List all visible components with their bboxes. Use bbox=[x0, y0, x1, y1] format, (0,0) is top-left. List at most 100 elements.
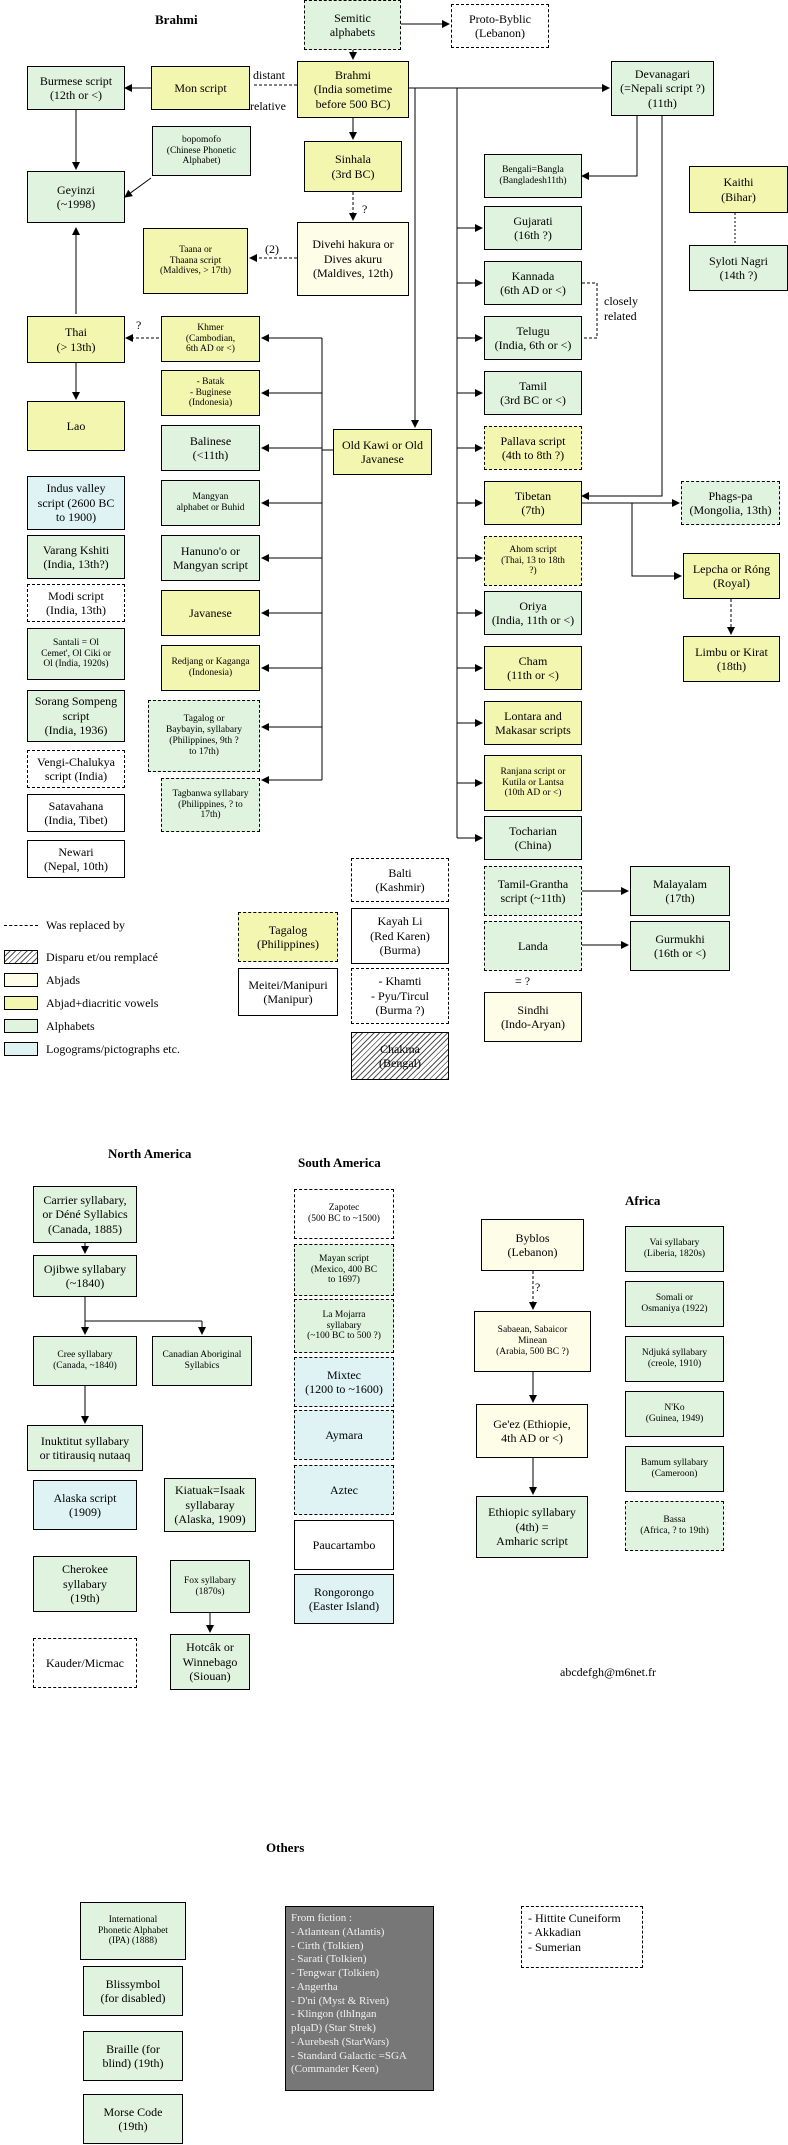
node-sinhala: Sinhala (3rd BC) bbox=[304, 141, 402, 192]
node-tocharian: Tocharian (China) bbox=[484, 816, 582, 860]
node-tibetan: Tibetan (7th) bbox=[484, 481, 582, 525]
node-fox: Fox syllabary (1870s) bbox=[170, 1560, 250, 1613]
node-tagalog-baybayin: Tagalog or Baybayin, syllabary (Philippi… bbox=[148, 700, 260, 772]
node-blissymbol: Blissymbol (for disabled) bbox=[83, 1966, 183, 2016]
node-phagspa: Phags-pa (Mongolia, 13th) bbox=[681, 481, 780, 525]
node-varang: Varang Kshiti (India, 13th?) bbox=[27, 535, 125, 579]
node-brahmi: Brahmi (India sometime before 500 BC) bbox=[297, 61, 409, 118]
label-relative: relative bbox=[250, 99, 286, 113]
legend-diac-swatch bbox=[4, 996, 38, 1010]
node-paucartambo: Paucartambo bbox=[294, 1520, 394, 1570]
node-bassa: Bassa (Africa, ? to 19th) bbox=[625, 1501, 724, 1551]
node-aymara: Aymara bbox=[294, 1410, 394, 1460]
node-inuktitut: Inuktitut syllabary or titirausiq nutaaq bbox=[27, 1425, 143, 1471]
node-alaska: Alaska script (1909) bbox=[33, 1480, 137, 1530]
node-bopomofo: bopomofo (Chinese Phonetic Alphabet) bbox=[152, 126, 251, 176]
edge-kannada-telugu-bracket bbox=[582, 282, 598, 339]
node-mixtec: Mixtec (1200 to ~1600) bbox=[294, 1357, 394, 1407]
legend-logograms: Logograms/pictographs etc. bbox=[4, 1040, 180, 1058]
edge-devanagari-tibetan bbox=[581, 116, 663, 500]
node-rongorongo: Rongorongo (Easter Island) bbox=[294, 1574, 394, 1624]
legend-logograms-label: Logograms/pictographs etc. bbox=[46, 1041, 180, 1056]
legend-abjad-swatch bbox=[4, 973, 38, 987]
node-modi: Modi script (India, 13th) bbox=[27, 584, 125, 622]
node-bengali: Bengali=Bangla (Bangladesh11th) bbox=[484, 154, 582, 198]
node-oldkawi: Old Kawi or Old Javanese bbox=[333, 429, 432, 475]
node-kiatuak: Kiatuak=Isaak syllabaray (Alaska, 1909) bbox=[164, 1478, 256, 1532]
node-redjang: Redjang or Kaganga (Indonesia) bbox=[161, 645, 260, 691]
legend-logo-swatch bbox=[4, 1042, 38, 1056]
node-morse: Morse Code (19th) bbox=[83, 2094, 183, 2144]
legend-alphabets: Alphabets bbox=[4, 1017, 95, 1035]
section-title-north-america: North America bbox=[108, 1146, 192, 1161]
node-cham: Cham (11th or <) bbox=[484, 646, 582, 690]
node-lao: Lao bbox=[27, 401, 125, 451]
node-mon: Mon script bbox=[151, 66, 250, 110]
node-batak: - Batak - Buginese (Indonesia) bbox=[161, 370, 260, 416]
node-aztec: Aztec bbox=[294, 1465, 394, 1515]
node-nko: N'Ko (Guinea, 1949) bbox=[625, 1391, 724, 1437]
node-ojibwe: Ojibwe syllabary (~1840) bbox=[33, 1255, 137, 1297]
node-oriya: Oriya (India, 11th or <) bbox=[484, 591, 582, 635]
label-question-byblos: ? bbox=[535, 1280, 541, 1294]
node-tagalog-ph: Tagalog (Philippines) bbox=[238, 912, 338, 962]
node-mayan: Mayan script (Mexico, 400 BC to 1697) bbox=[294, 1244, 394, 1296]
node-mangyan: Mangyan alphabet or Buhid bbox=[161, 480, 260, 526]
node-ethiopic: Ethiopic syllabary (4th) = Amharic scrip… bbox=[476, 1496, 588, 1558]
legend-alphabets-label: Alphabets bbox=[46, 1018, 95, 1033]
node-tamil: Tamil (3rd BC or <) bbox=[484, 371, 582, 415]
node-kannada: Kannada (6th AD or <) bbox=[484, 261, 582, 305]
node-cherokee: Cherokee syllabary (19th) bbox=[33, 1556, 137, 1612]
node-ahom: Ahom script (Thai, 13 to 18th ?) bbox=[484, 536, 582, 586]
node-zapotec: Zapotec (500 BC to ~1500) bbox=[294, 1189, 394, 1239]
edge-bopomofo-geyinzi bbox=[124, 177, 152, 198]
node-somali: Somali or Osmaniya (1922) bbox=[625, 1281, 724, 1327]
section-title-brahmi: Brahmi bbox=[155, 12, 198, 27]
node-javanese: Javanese bbox=[161, 590, 260, 636]
node-vengi: Vengi-Chalukya script (India) bbox=[27, 750, 125, 788]
label-distant: distant bbox=[253, 68, 285, 82]
author-email: abcdefgh@m6net.fr bbox=[560, 1665, 657, 1679]
node-mojarra: La Mojarra syllabary (~100 BC to 500 ?) bbox=[294, 1299, 394, 1353]
node-lepcha: Lepcha or Róng (Royal) bbox=[683, 553, 780, 599]
node-hittite: - Hittite Cuneiform - Akkadian - Sumeria… bbox=[521, 1906, 643, 1968]
node-pallava: Pallava script (4th to 8th ?) bbox=[484, 426, 582, 470]
node-semitic: Semitic alphabets bbox=[304, 0, 401, 50]
node-telugu: Telugu (India, 6th or <) bbox=[484, 316, 582, 360]
node-byblos: Byblos (Lebanon) bbox=[481, 1219, 584, 1271]
node-khmer: Khmer (Cambodian, 6th AD or <) bbox=[161, 316, 260, 362]
node-geyinzi: Geyinzi (~1998) bbox=[27, 171, 125, 223]
node-fiction: From fiction : - Atlantean (Atlantis) - … bbox=[285, 1906, 434, 2091]
legend-replaced: Was replaced by bbox=[4, 916, 125, 934]
edge-devanagari-bengali bbox=[581, 116, 638, 180]
node-gujarati: Gujarati (16th ?) bbox=[484, 206, 582, 250]
node-kauder: Kauder/Micmac bbox=[33, 1638, 137, 1688]
section-title-south-america: South America bbox=[298, 1155, 381, 1170]
node-geez: Ge'ez (Ethiopie, 4th AD or <) bbox=[476, 1404, 588, 1458]
node-divehi: Divehi hakura or Dives akuru (Maldives, … bbox=[297, 222, 409, 296]
node-landa: Landa bbox=[484, 921, 582, 971]
node-kayahli: Kayah Li (Red Karen) (Burma) bbox=[351, 908, 449, 964]
node-indus: Indus valley script (2600 BC to 1900) bbox=[27, 476, 125, 530]
node-syloti: Syloti Nagri (14th ?) bbox=[689, 245, 788, 291]
node-cree: Cree syllabary (Canada, ~1840) bbox=[33, 1336, 137, 1386]
node-satavahana: Satavahana (India, Tibet) bbox=[27, 794, 125, 832]
node-ranjana: Ranjana script or Kutila or Lantsa (10th… bbox=[484, 755, 582, 811]
node-khamti: - Khamti - Pyu/Tircul (Burma ?) bbox=[351, 968, 449, 1024]
node-canadian: Canadian Aboriginal Syllabics bbox=[152, 1336, 252, 1386]
node-protobyblic: Proto-Byblic (Lebanon) bbox=[451, 4, 549, 48]
legend-extinct-label: Disparu et/ou remplacé bbox=[46, 949, 158, 964]
node-gurmukhi: Gurmukhi (16th or <) bbox=[630, 921, 730, 971]
node-hotcak: Hotcâk or Winnebago (Siouan) bbox=[170, 1634, 250, 1690]
label-question-khmer: ? bbox=[136, 318, 142, 332]
label-question-sinhala: ? bbox=[362, 202, 368, 216]
node-devanagari: Devanagari (=Nepali script ?) (11th) bbox=[611, 61, 714, 116]
section-title-africa: Africa bbox=[625, 1193, 661, 1208]
legend-dashed-arrow-icon bbox=[4, 924, 38, 926]
node-kaithi: Kaithi (Bihar) bbox=[689, 166, 788, 213]
node-malayalam: Malayalam (17th) bbox=[630, 866, 730, 916]
legend-abjads-label: Abjads bbox=[46, 972, 80, 987]
node-burmese: Burmese script (12th or <) bbox=[27, 66, 125, 110]
legend-extinct: Disparu et/ou remplacé bbox=[4, 948, 158, 966]
legend-replaced-label: Was replaced by bbox=[46, 917, 125, 932]
